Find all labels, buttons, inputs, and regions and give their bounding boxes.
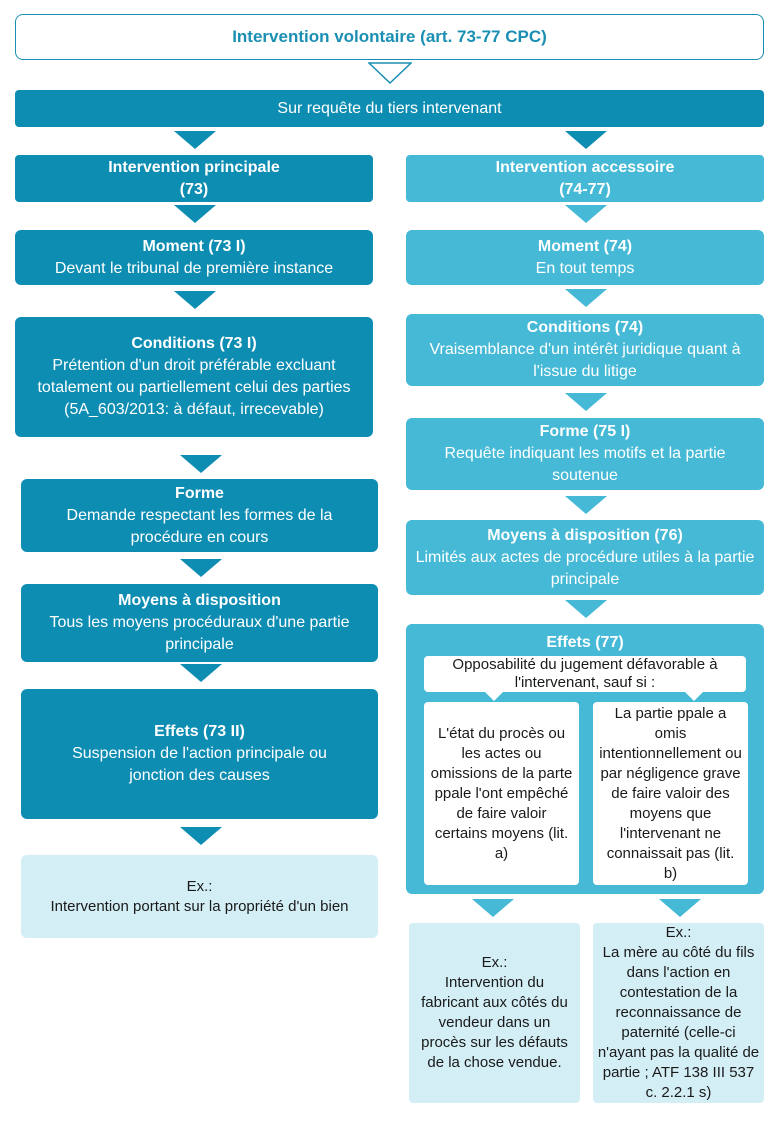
left-forme-title: Forme bbox=[175, 484, 224, 502]
right-header-title: Intervention accessoire bbox=[495, 158, 675, 176]
left-header-title: Intervention principale bbox=[108, 158, 280, 176]
right-moment-title: Moment (74) bbox=[537, 237, 633, 255]
right-moyens-text: Limités aux actes de procédure utiles à … bbox=[415, 548, 755, 588]
left-effets: Effets (73 II) Suspension de l'action pr… bbox=[21, 689, 378, 819]
request-text: Sur requête du tiers intervenant bbox=[277, 99, 502, 117]
arrow-right-6 bbox=[565, 600, 607, 618]
right-moyens: Moyens à disposition (76) Limités aux ac… bbox=[406, 520, 764, 595]
left-conditions-title: Conditions (73 I) bbox=[131, 335, 257, 352]
arrow-right-2 bbox=[565, 205, 607, 223]
arrow-right-7b bbox=[659, 899, 701, 917]
right-example-a-label: Ex.: bbox=[481, 954, 508, 971]
arrow-left-5 bbox=[180, 559, 222, 577]
right-moment-text: En tout temps bbox=[535, 259, 635, 277]
right-forme: Forme (75 I) Requête indiquant les motif… bbox=[406, 418, 764, 490]
right-effets: Effets (77) Opposabilité du jugement déf… bbox=[406, 624, 764, 894]
arrow-right-3 bbox=[565, 289, 607, 307]
right-conditions-title: Conditions (74) bbox=[526, 319, 644, 336]
right-moyens-title: Moyens à disposition (76) bbox=[487, 526, 683, 544]
left-example-text: Intervention portant sur la propriété d'… bbox=[50, 897, 349, 915]
left-forme: Forme Demande respectant les formes de l… bbox=[21, 479, 378, 552]
left-moyens: Moyens à disposition Tous les moyens pro… bbox=[21, 584, 378, 662]
lit-b-text: La partie ppale a omis intentionnellemen… bbox=[599, 704, 742, 882]
right-example-b-text: La mère au côté du fils dans l'action en… bbox=[597, 944, 760, 1101]
lit-a-box: L'état du procès ou les actes ou omissio… bbox=[424, 702, 579, 885]
lit-a-text: L'état du procès ou les actes ou omissio… bbox=[430, 724, 573, 862]
right-example-a-text: Intervention du fabricant aux côtés du v… bbox=[421, 974, 568, 1071]
arrow-right-4 bbox=[565, 393, 607, 411]
title-arrow bbox=[368, 62, 412, 84]
lit-b-box: La partie ppale a omis intentionnellemen… bbox=[593, 702, 748, 885]
right-moment: Moment (74) En tout temps bbox=[406, 230, 764, 285]
arrow-left-3 bbox=[174, 291, 216, 309]
opposability-text: Opposabilité du jugement défavorable à l… bbox=[452, 656, 718, 691]
right-example-b: Ex.: La mère au côté du fils dans l'acti… bbox=[593, 923, 764, 1103]
arrow-left-7 bbox=[180, 827, 222, 845]
arrow-lit-a bbox=[485, 692, 503, 701]
left-conditions-text: Prétention d'un droit préférable excluan… bbox=[37, 357, 351, 418]
right-example-b-label: Ex.: bbox=[665, 924, 692, 941]
right-conditions: Conditions (74) Vraisemblance d'un intér… bbox=[406, 314, 764, 386]
right-effets-title: Effets (77) bbox=[546, 634, 624, 651]
right-forme-text: Requête indiquant les motifs et la parti… bbox=[444, 445, 726, 484]
left-moment: Moment (73 I) Devant le tribunal de prem… bbox=[15, 230, 373, 285]
request-bar: Sur requête du tiers intervenant bbox=[15, 90, 764, 127]
right-header: Intervention accessoire (74-77) bbox=[406, 155, 764, 202]
left-header-ref: (73) bbox=[179, 180, 209, 198]
left-header: Intervention principale (73) bbox=[15, 155, 373, 202]
right-example-a: Ex.: Intervention du fabricant aux côtés… bbox=[409, 923, 580, 1103]
left-moyens-title: Moyens à disposition bbox=[118, 592, 281, 609]
right-conditions-text: Vraisemblance d'un intérêt juridique qua… bbox=[429, 341, 741, 380]
arrow-left-1 bbox=[174, 131, 216, 149]
arrow-lit-b bbox=[685, 692, 703, 701]
left-moment-text: Devant le tribunal de première instance bbox=[54, 259, 334, 277]
arrow-left-6 bbox=[180, 664, 222, 682]
arrow-left-4 bbox=[180, 455, 222, 473]
left-conditions: Conditions (73 I) Prétention d'un droit … bbox=[15, 317, 373, 437]
left-example: Ex.: Intervention portant sur la proprié… bbox=[21, 855, 378, 938]
arrow-right-1 bbox=[565, 131, 607, 149]
arrow-right-7a bbox=[472, 899, 514, 917]
left-moyens-text: Tous les moyens procéduraux d'une partie… bbox=[49, 614, 350, 653]
opposability-box: Opposabilité du jugement défavorable à l… bbox=[424, 656, 746, 692]
arrow-left-2 bbox=[174, 205, 216, 223]
diagram-title: Intervention volontaire (art. 73-77 CPC) bbox=[15, 14, 764, 60]
left-example-label: Ex.: bbox=[186, 877, 213, 895]
left-effets-text: Suspension de l'action principale ou jon… bbox=[72, 745, 327, 784]
right-forme-title: Forme (75 I) bbox=[539, 423, 631, 440]
left-moment-title: Moment (73 I) bbox=[142, 237, 246, 255]
right-header-ref: (74-77) bbox=[559, 180, 611, 198]
left-effets-title: Effets (73 II) bbox=[154, 723, 245, 740]
left-forme-text: Demande respectant les formes de la proc… bbox=[66, 506, 333, 546]
arrow-right-5 bbox=[565, 496, 607, 514]
